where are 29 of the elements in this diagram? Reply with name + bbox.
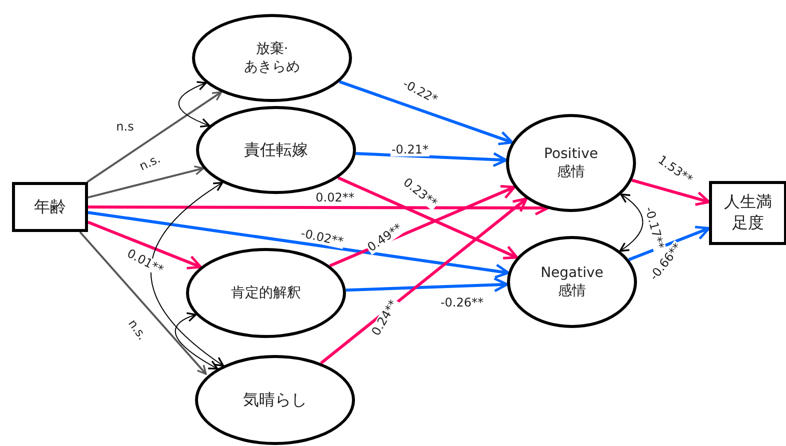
path-arrow [338,80,514,146]
curved-double-arrow [178,81,210,128]
path-arrow [87,220,202,270]
path-arrow [628,226,710,262]
node-label: 責任転嫁 [244,140,308,160]
curved-double-arrow [150,182,224,367]
node-label: 年齢 [34,196,66,218]
path-arrow [329,185,516,268]
node-label: Negative 感情 [540,264,604,300]
variable-box [12,182,88,232]
edge-label: -0.26** [439,296,485,310]
node-label: 人生満足度 [723,192,773,234]
node-label: 肯定的解釈 [231,284,301,302]
node-label: 放棄· あきらめ [243,40,301,76]
path-arrow [86,91,222,183]
path-arrow [631,178,710,206]
path-arrow [320,197,528,364]
node-label: Positive 感情 [543,144,599,182]
variable-box [709,181,786,245]
curved-double-arrow [174,312,218,370]
edge-label: -0.21* [390,143,430,157]
path-arrow [338,176,518,260]
path-arrow [79,231,207,375]
path-arrow [88,210,510,278]
path-arrow [356,152,508,168]
path-arrow [346,277,508,292]
node-label: 気晴らし [243,390,307,410]
curved-double-arrow [619,194,644,252]
edge-label: 0.02** [314,191,356,205]
